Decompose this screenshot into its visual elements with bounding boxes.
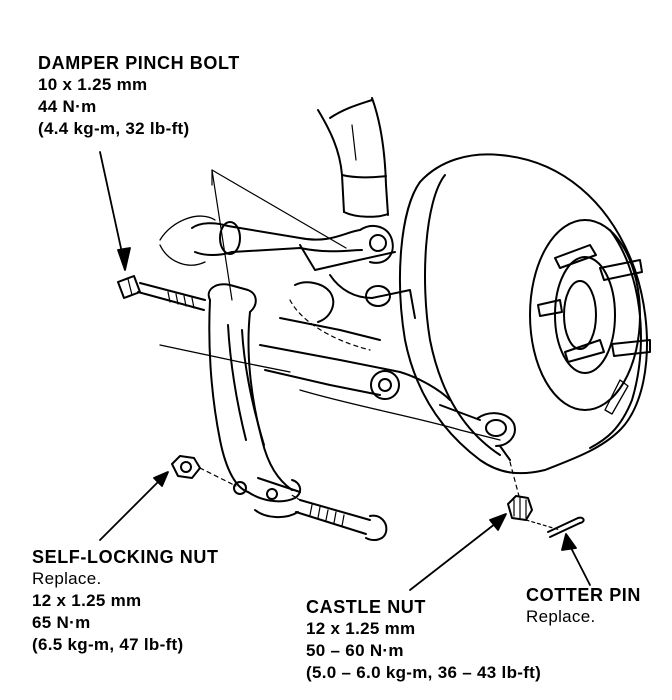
callout-castle-nut: CASTLE NUT 12 x 1.25 mm 50 – 60 N·m (5.0… <box>306 596 541 684</box>
upper-arm <box>159 215 394 266</box>
cotter-pin <box>547 516 585 538</box>
cotter-pin-title: COTTER PIN <box>526 585 642 605</box>
damper-shaft <box>317 97 389 218</box>
callout-cotter-pin: COTTER PIN Replace. <box>526 584 641 628</box>
damper-pinch-bolt-torque-alt: (4.4 kg-m, 32 lb-ft) <box>38 119 190 138</box>
arrow-castle-nut <box>409 519 501 591</box>
lower-arm-lines <box>159 344 501 441</box>
castle-nut-title: CASTLE NUT <box>306 597 426 617</box>
damper-pinch-bolt-torque: 44 N·m <box>38 97 97 116</box>
pinch-bolt <box>117 275 206 311</box>
self-locking-nut-torque-alt: (6.5 kg-m, 47 lb-ft) <box>32 635 184 654</box>
castle-nut-torque-alt: (5.0 – 6.0 kg-m, 36 – 43 lb-ft) <box>306 663 542 682</box>
self-locking-nut-title: SELF-LOCKING NUT <box>32 547 219 567</box>
callout-arrows <box>99 151 591 591</box>
construction-lines <box>211 169 561 531</box>
knuckle-body <box>259 244 451 401</box>
self-locking-nut <box>171 455 237 487</box>
castle-nut-torque: 50 – 60 N·m <box>306 641 404 660</box>
castle-nut <box>507 495 533 521</box>
arrow-self-locking-nut <box>99 475 165 541</box>
cotter-pin-note: Replace. <box>526 607 596 626</box>
self-locking-nut-size: 12 x 1.25 mm <box>32 591 142 610</box>
self-locking-nut-torque: 65 N·m <box>32 613 91 632</box>
damper-fork <box>207 283 302 518</box>
brake-disc <box>399 153 651 475</box>
lower-bolt <box>289 493 388 541</box>
callout-damper-pinch-bolt: DAMPER PINCH BOLT 10 x 1.25 mm 44 N·m (4… <box>38 52 240 140</box>
ball-joint <box>439 404 516 461</box>
arrow-damper-pinch-bolt <box>99 151 125 263</box>
castle-nut-size: 12 x 1.25 mm <box>306 619 416 638</box>
callout-self-locking-nut: SELF-LOCKING NUT Replace. 12 x 1.25 mm 6… <box>32 546 219 656</box>
damper-pinch-bolt-title: DAMPER PINCH BOLT <box>38 53 240 73</box>
self-locking-nut-note: Replace. <box>32 569 102 588</box>
damper-pinch-bolt-size: 10 x 1.25 mm <box>38 75 148 94</box>
